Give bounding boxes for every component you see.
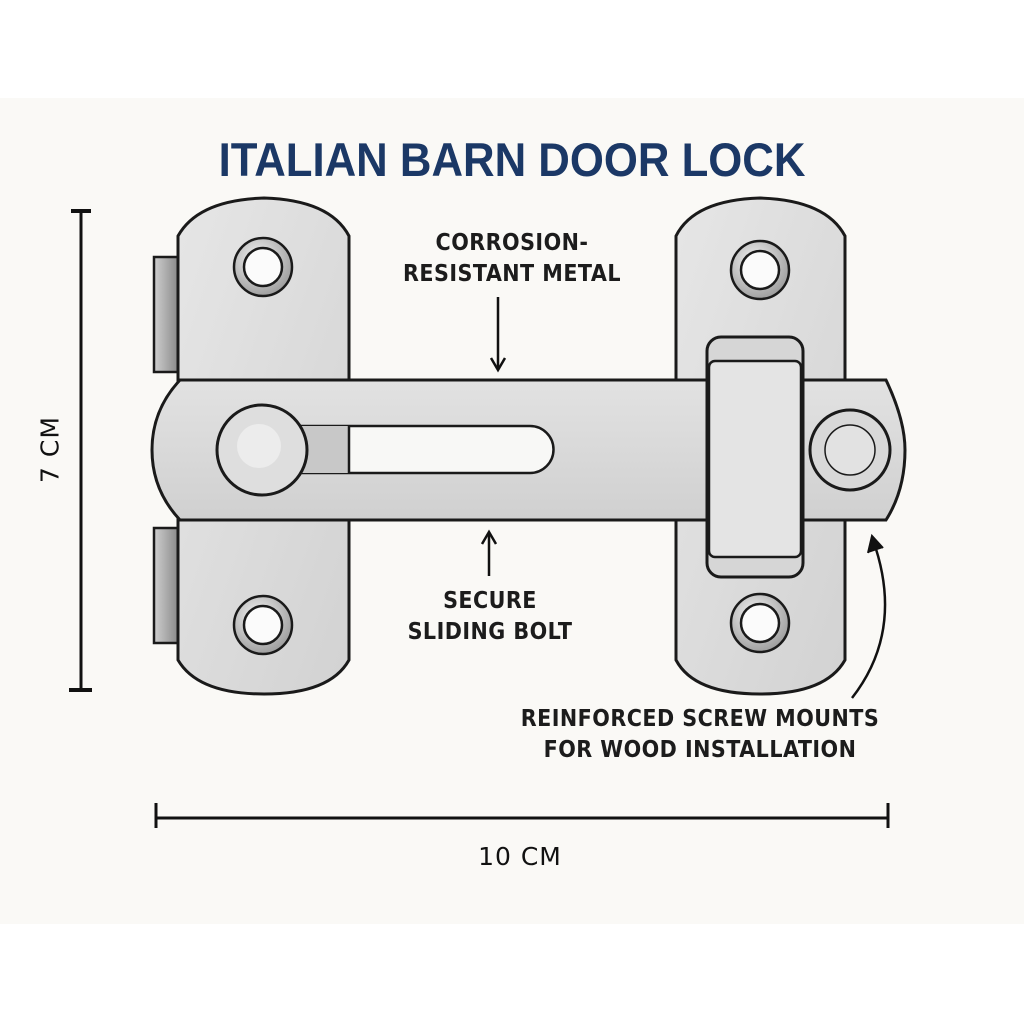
screw-hole <box>232 594 294 656</box>
metal-callout-arrow <box>489 297 507 373</box>
callout-reinforced-screw-mounts: REINFORCED SCREW MOUNTS FOR WOOD INSTALL… <box>493 704 907 766</box>
mounts-callout-arrow <box>851 533 887 699</box>
pivot-knob <box>215 403 309 497</box>
callout-line: SECURE <box>443 588 537 614</box>
callout-line: SLIDING BOLT <box>407 619 573 645</box>
bolt-slot <box>298 424 555 475</box>
callout-line: RESISTANT METAL <box>403 261 621 287</box>
diagram-title: ITALIAN BARN DOOR LOCK <box>218 133 806 186</box>
width-dimension-line <box>154 803 890 828</box>
width-dimension-label: 10 CM <box>478 842 562 871</box>
screw-hole <box>729 239 791 301</box>
bolt-callout-arrow <box>480 529 498 576</box>
height-dimension-line <box>69 209 92 692</box>
callout-corrosion-resistant-metal: CORROSION- RESISTANT METAL <box>386 228 638 290</box>
bolt-keeper <box>705 335 805 579</box>
callout-line: CORROSION- <box>435 230 589 256</box>
screw-hole <box>232 236 294 298</box>
callout-line: FOR WOOD INSTALLATION <box>543 737 857 763</box>
height-dimension-label: 7 CM <box>35 416 65 483</box>
end-knob <box>808 408 892 492</box>
callout-secure-sliding-bolt: SECURE SLIDING BOLT <box>391 586 589 648</box>
callout-line: REINFORCED SCREW MOUNTS <box>520 706 880 732</box>
left-plate-edge <box>152 255 180 645</box>
screw-hole <box>729 592 791 654</box>
